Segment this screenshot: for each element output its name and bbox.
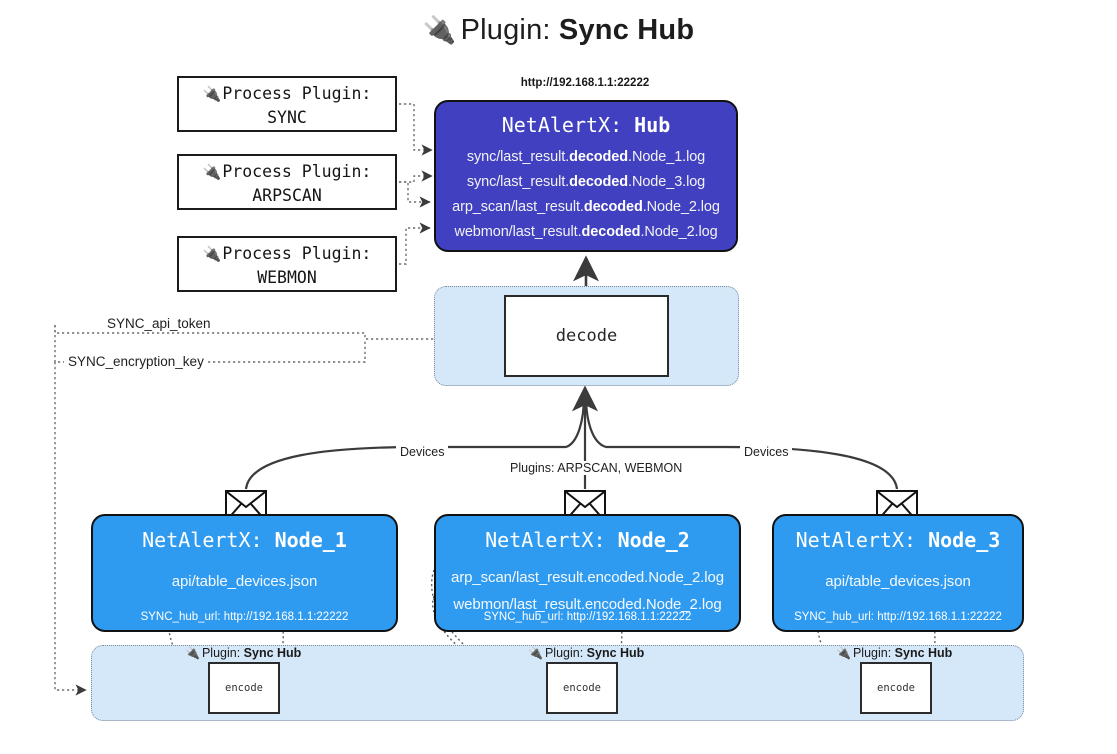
- node-title-name: Node_3: [928, 528, 1001, 552]
- node-title-name: Node_1: [274, 528, 347, 552]
- hub-title-prefix: NetAlertX:: [501, 113, 635, 137]
- node-title-prefix: NetAlertX:: [485, 528, 618, 552]
- plugin-caption-prefix: Plugin:: [201, 646, 244, 660]
- node-line: api/table_devices.json: [171, 573, 318, 590]
- process-plugin-label: Process Plugin:: [222, 84, 372, 104]
- node-hub-url: SYNC_hub_url: http://192.168.1.1:22222: [483, 611, 692, 623]
- edge-label-devices-right: Devices: [740, 445, 793, 459]
- process-plugin-label: Process Plugin:: [222, 244, 372, 264]
- plugin-caption-node-3: 🔌Plugin: Sync Hub: [836, 646, 952, 660]
- plugin-caption-node-1: 🔌Plugin: Sync Hub: [185, 646, 301, 660]
- node-line: arp_scan/last_result.encoded.Node_2.log: [451, 569, 724, 586]
- plug-icon: 🔌: [528, 646, 543, 660]
- node-title: NetAlertX: Node_2: [436, 528, 739, 552]
- plugin-caption-prefix: Plugin:: [852, 646, 895, 660]
- process-plugin-box-arpscan[interactable]: 🔌Process Plugin: ARPSCAN: [177, 154, 397, 210]
- node-line-list: arp_scan/last_result.encoded.Node_2.log …: [436, 564, 739, 618]
- node-title-prefix: NetAlertX:: [795, 528, 929, 552]
- encode-box-node-1[interactable]: encode: [208, 662, 280, 714]
- log-pre: arp_scan/last_result.: [452, 198, 584, 215]
- node-hub-url: SYNC_hub_url: http://192.168.1.1:22222: [794, 611, 1002, 623]
- plugin-caption-name: Sync Hub: [243, 646, 302, 660]
- node-box-node-1[interactable]: NetAlertX: Node_1 api/table_devices.json…: [91, 514, 398, 632]
- hub-log-line: arp_scan/last_result.decoded.Node_2.log: [436, 195, 736, 220]
- node-line: api/table_devices.json: [825, 573, 971, 590]
- plug-icon: 🔌: [202, 163, 222, 182]
- log-post: .Node_2.log: [642, 198, 720, 215]
- node-box-node-3[interactable]: NetAlertX: Node_3 api/table_devices.json…: [772, 514, 1024, 632]
- plug-icon: 🔌: [202, 245, 222, 264]
- process-plugin-name: WEBMON: [257, 268, 317, 287]
- process-plugin-box-sync[interactable]: 🔌Process Plugin: SYNC: [177, 76, 397, 132]
- process-plugin-box-webmon[interactable]: 🔌Process Plugin: WEBMON: [177, 236, 397, 292]
- plug-icon: 🔌: [422, 15, 457, 45]
- secret-label-encryption-key: SYNC_encryption_key: [64, 354, 208, 369]
- log-post: .Node_1.log: [628, 149, 706, 165]
- hub-url-label: http://192.168.1.1:22222: [520, 77, 650, 89]
- node-line: webmon/last_result.encoded.Node_2.log: [453, 596, 722, 613]
- log-pre: sync/last_result.: [466, 173, 570, 190]
- plugin-caption-prefix: Plugin:: [544, 646, 587, 660]
- hub-title-name: Hub: [634, 113, 671, 137]
- node-title-name: Node_2: [617, 528, 690, 552]
- plugin-caption-node-2: 🔌Plugin: Sync Hub: [528, 646, 644, 660]
- log-mid: decoded: [569, 173, 629, 190]
- node-line-list: api/table_devices.json: [774, 568, 1022, 595]
- edge-label-plugins: Plugins: ARPSCAN, WEBMON: [506, 461, 687, 475]
- log-post: .Node_2.log: [640, 223, 718, 240]
- encode-box-node-3[interactable]: encode: [860, 662, 932, 714]
- node-title: NetAlertX: Node_1: [93, 528, 396, 552]
- hub-log-line: sync/last_result.decoded.Node_3.log: [436, 170, 736, 195]
- node-title-prefix: NetAlertX:: [142, 528, 275, 552]
- log-mid: decoded: [581, 223, 641, 240]
- hub-log-line: sync/last_result.decoded.Node_1.log: [436, 145, 736, 170]
- plugin-caption-name: Sync Hub: [586, 646, 645, 660]
- page-title-prefix: Plugin:: [460, 14, 559, 46]
- hub-log-list: sync/last_result.decoded.Node_1.log sync…: [436, 145, 736, 245]
- plugin-caption-name: Sync Hub: [894, 646, 953, 660]
- secret-label-api-token: SYNC_api_token: [103, 316, 215, 331]
- node-title: NetAlertX: Node_3: [774, 528, 1022, 552]
- process-plugin-name: ARPSCAN: [252, 186, 322, 205]
- process-plugin-label: Process Plugin:: [222, 162, 372, 182]
- page-title: 🔌Plugin: Sync Hub: [0, 14, 1117, 47]
- log-post: .Node_3.log: [628, 173, 706, 190]
- hub-title: NetAlertX: Hub: [436, 113, 736, 137]
- plug-icon: 🔌: [185, 646, 200, 660]
- log-mid: decoded: [569, 149, 629, 165]
- encode-box-node-2[interactable]: encode: [546, 662, 618, 714]
- node-box-node-2[interactable]: NetAlertX: Node_2 arp_scan/last_result.e…: [434, 514, 741, 632]
- hub-node-box[interactable]: NetAlertX: Hub sync/last_result.decoded.…: [434, 100, 738, 252]
- log-pre: webmon/last_result.: [454, 223, 582, 240]
- node-line-list: api/table_devices.json: [93, 568, 396, 595]
- decode-box[interactable]: decode: [504, 295, 669, 377]
- plug-icon: 🔌: [836, 646, 851, 660]
- log-mid: decoded: [583, 198, 643, 215]
- process-plugin-name: SYNC: [267, 108, 307, 127]
- hub-log-line: webmon/last_result.decoded.Node_2.log: [436, 220, 736, 245]
- node-hub-url: SYNC_hub_url: http://192.168.1.1:22222: [140, 611, 349, 623]
- plug-icon: 🔌: [202, 85, 222, 104]
- page-title-name: Sync Hub: [558, 14, 695, 46]
- edge-label-devices-left: Devices: [396, 445, 449, 459]
- log-pre: sync/last_result.: [466, 149, 570, 165]
